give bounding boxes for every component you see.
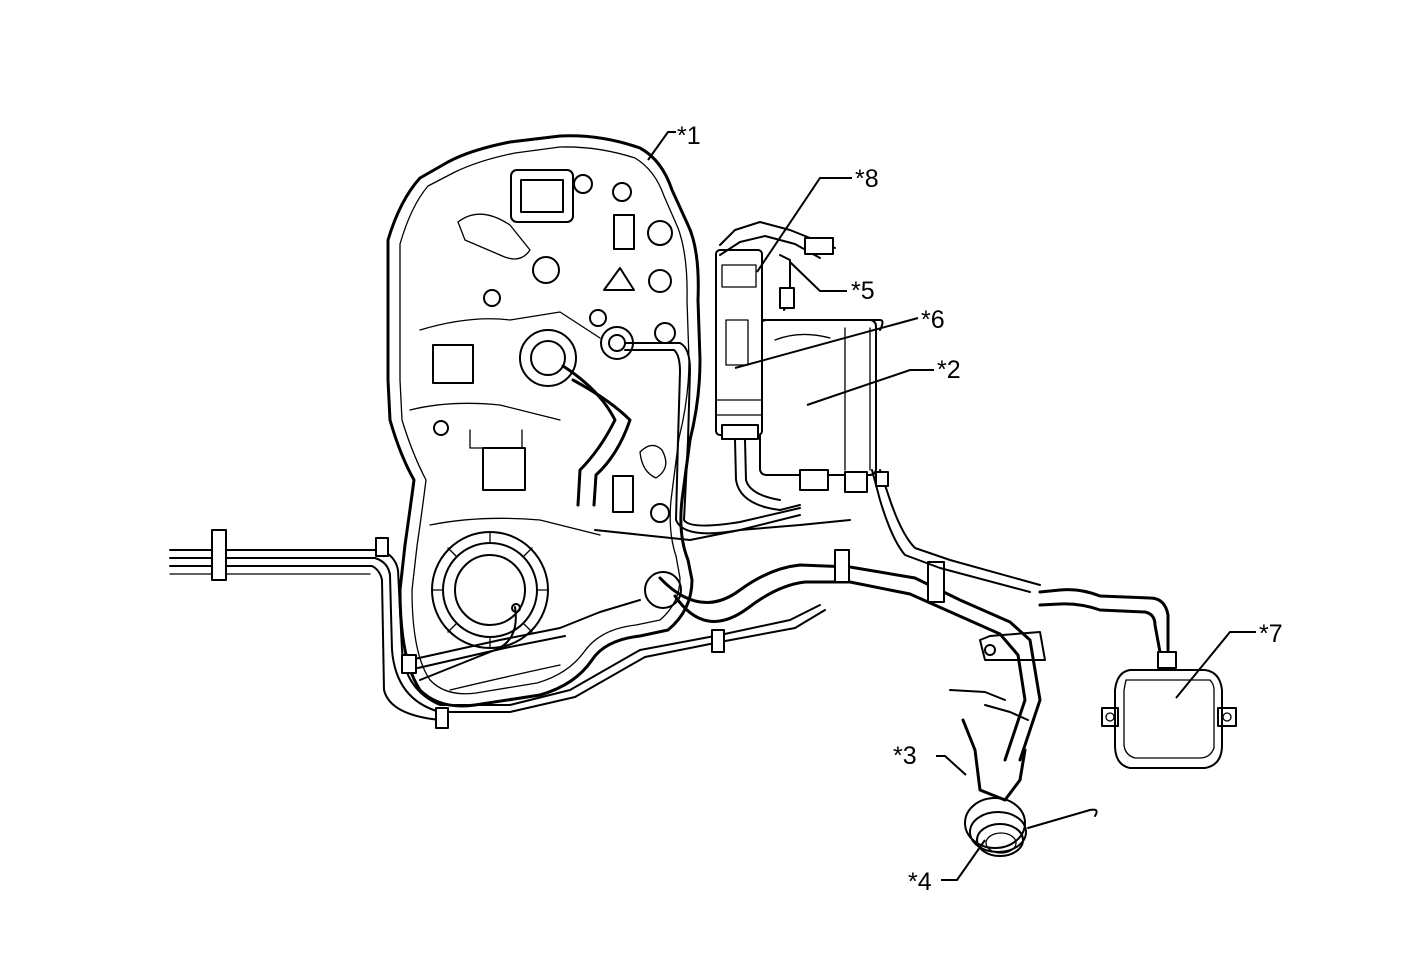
callout-1-label: *1 <box>677 122 701 150</box>
charcoal-canister <box>759 319 884 493</box>
callout-7-label: *7 <box>1259 620 1283 648</box>
callout-2-label: *2 <box>937 356 961 384</box>
callout-5-label: *5 <box>851 277 875 305</box>
callout-6-label: *6 <box>921 306 945 334</box>
callout-labels: *1 *8 *5 *6 *2 *7 *3 *4 <box>677 122 1283 896</box>
callout-3-label: *3 <box>893 742 917 770</box>
canister-pump-module <box>719 221 836 311</box>
callout-leaders <box>647 131 1256 881</box>
vapor-containment-box <box>1101 651 1237 769</box>
fuel-pump-ring <box>419 531 549 681</box>
fuel-inlet-pipe <box>561 364 1042 802</box>
callout-4-label: *4 <box>908 868 932 896</box>
fuel-lines <box>169 342 1170 729</box>
callout-8-label: *8 <box>855 165 879 193</box>
canister-filter <box>715 249 763 440</box>
fuel-tank-cap <box>964 797 1098 857</box>
fuel-tank <box>386 134 702 708</box>
